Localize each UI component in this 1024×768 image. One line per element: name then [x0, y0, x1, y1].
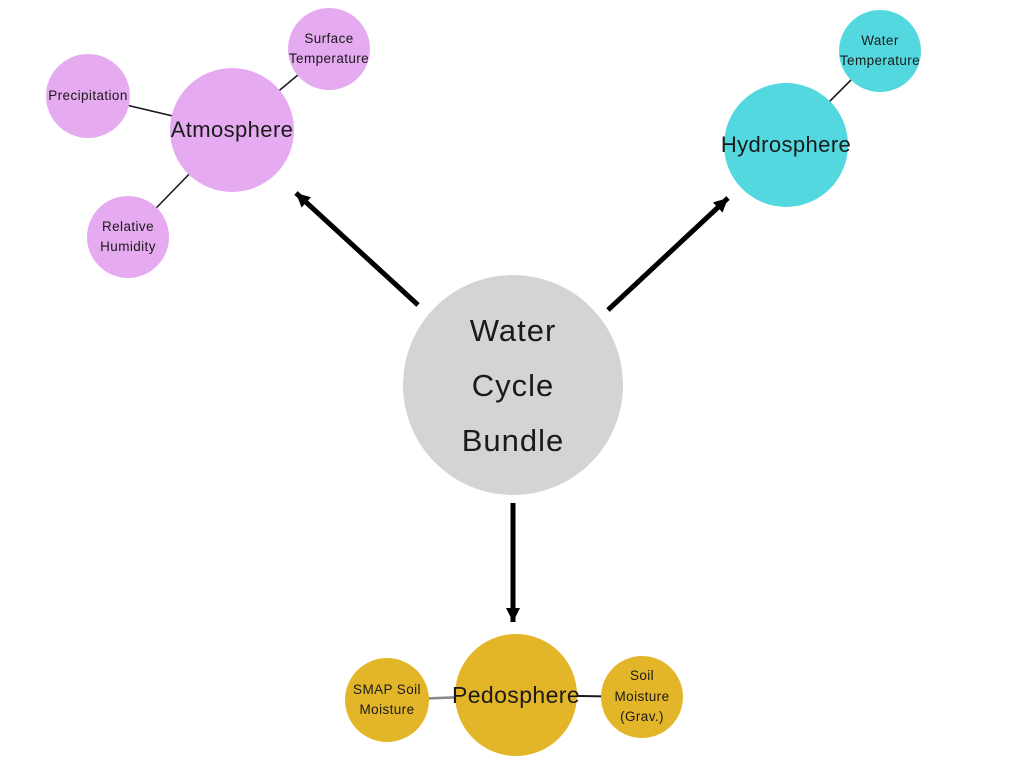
precipitation-label: Precipitation — [48, 87, 128, 103]
satellite-node-relative-humidity: Relative Humidity — [87, 196, 169, 278]
relative-humidity-label-line2: Humidity — [100, 239, 156, 254]
arrow-center-to-hydrosphere — [606, 196, 730, 312]
satellite-node-precipitation: Precipitation — [46, 54, 130, 138]
arrow-center-to-atmosphere — [294, 191, 420, 307]
hydrosphere-label: Hydrosphere — [720, 132, 852, 157]
satellite-node-surface-temperature: Surface Temperature — [288, 8, 370, 90]
satellite-node-water-temperature: Water Temperature — [839, 10, 921, 92]
surface-temperature-label-line1: Surface — [304, 30, 354, 46]
cluster-node-atmosphere: Atmosphere — [170, 68, 294, 192]
smap-soil-moisture-label-line2: Moisture — [359, 702, 415, 717]
soil-moisture-grav-label-line1: Soil — [629, 668, 655, 684]
surface-temperature-label-line2: Temperature — [288, 51, 370, 66]
center-node-label-line2: Cycle — [471, 367, 555, 403]
smap-soil-moisture-label-line1: SMAP Soil — [353, 681, 421, 697]
soil-moisture-grav-label-line2: Moisture — [614, 688, 670, 704]
relative-humidity-label-line1: Relative — [102, 218, 154, 234]
cluster-node-hydrosphere: Hydrosphere — [720, 83, 852, 207]
atmosphere-label: Atmosphere — [170, 117, 294, 142]
satellite-node-soil-moisture-grav: Soil Moisture (Grav.) — [601, 656, 683, 738]
water-temperature-label-line1: Water — [861, 32, 899, 48]
soil-moisture-grav-label-line3: (Grav.) — [620, 709, 664, 725]
water-temperature-label-line2: Temperature — [839, 53, 921, 68]
satellite-node-smap-soil-moisture: SMAP Soil Moisture — [345, 658, 429, 742]
center-node-water-cycle-bundle: Water Cycle Bundle — [403, 275, 623, 495]
center-node-label-line1: Water — [469, 312, 557, 348]
center-node-label-line3: Bundle — [461, 422, 565, 458]
pedosphere-label: Pedosphere — [451, 681, 581, 708]
cluster-node-pedosphere: Pedosphere — [451, 634, 581, 756]
